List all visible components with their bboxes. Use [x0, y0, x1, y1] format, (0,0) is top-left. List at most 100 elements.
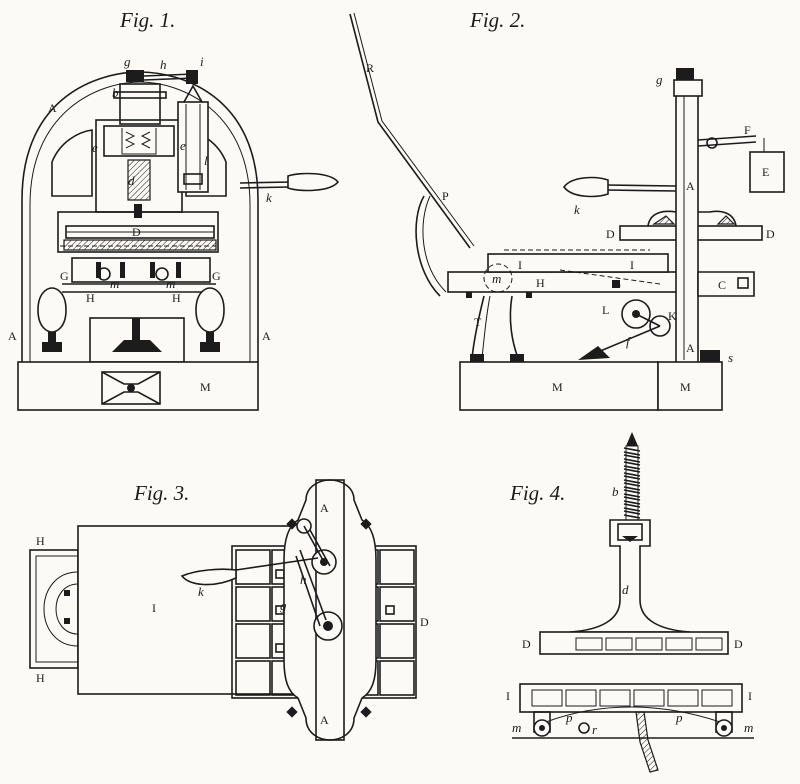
platen-cell: [695, 637, 723, 651]
fig1-label-A-top: A: [48, 101, 57, 115]
fig1-label-k: k: [266, 190, 272, 205]
fig1-top-pivot: [126, 70, 144, 82]
fig2-label-R: R: [366, 61, 374, 75]
figure-1-caption: Fig. 1.: [119, 8, 175, 32]
fig2-base-M-right: [657, 361, 723, 411]
platen-cell: [635, 637, 663, 651]
fig1-label-e-right: e: [180, 138, 186, 153]
fig2-column-A: [675, 91, 699, 365]
carriage-cell: [565, 689, 597, 707]
fig2-label-B: B: [613, 277, 621, 291]
fig1-label-D: D: [132, 225, 141, 239]
fig2-label-M-left: M: [552, 380, 563, 394]
platen-cell: [605, 637, 633, 651]
fig4-label-p-left: p: [565, 710, 573, 725]
figure-4: Fig. 4. b d D D I I m m p r: [506, 432, 754, 773]
fig3-label-h: h: [300, 572, 307, 587]
fig2-lever-R[interactable]: [349, 13, 471, 249]
fig4-platen-D: [539, 631, 729, 655]
fig4-label-b: b: [612, 484, 619, 499]
fig1-left-weight: [37, 287, 67, 333]
figure-3: Fig. 3. H H I: [29, 479, 429, 741]
fig2-label-I-right: I: [630, 258, 634, 272]
fig1-screw-box: [119, 83, 161, 125]
forme-cell: [379, 549, 415, 585]
carriage-cell: [701, 689, 733, 707]
fig2-frisket-arc: [415, 195, 441, 297]
thread-line: [623, 496, 641, 505]
fig1-label-A-right: A: [262, 329, 271, 343]
fig2-label-A-lower: A: [686, 341, 695, 355]
fig1-label-H-left: H: [86, 291, 95, 305]
fig2-base-M-left: [459, 361, 659, 411]
fig2-label-g: g: [656, 72, 663, 87]
fig4-label-I-right: I: [748, 689, 752, 703]
fig2-label-P: P: [442, 189, 449, 203]
fig3-label-A-bottom: A: [320, 713, 329, 727]
thread-line: [623, 475, 641, 484]
fig2-label-I-left: I: [518, 258, 522, 272]
fig1-label-G-right: G: [212, 269, 221, 283]
fig3-label-H-top: H: [36, 534, 45, 548]
fig2-label-s: s: [728, 350, 733, 365]
forme-stud: [385, 605, 395, 615]
fig3-label-H-bottom: H: [36, 671, 45, 685]
fig4-label-p-right: p: [675, 710, 683, 725]
fig2-label-m: m: [492, 271, 501, 286]
fig4-label-I-left: I: [506, 689, 510, 703]
thread-line: [623, 447, 641, 456]
figure-3-caption: Fig. 3.: [133, 481, 189, 505]
fig3-label-I: I: [152, 601, 156, 615]
fig4-carriage-I: [519, 683, 743, 713]
fig2-label-k: k: [574, 202, 580, 217]
fig2-label-D-left: D: [606, 227, 615, 241]
platen-cell: [665, 637, 693, 651]
fig2-label-L: L: [602, 303, 609, 317]
figure-1: Fig. 1.: [8, 8, 340, 411]
fig1-base: [17, 361, 259, 411]
fig2-label-K: K: [668, 309, 677, 323]
fig3-tympan-I: [77, 525, 301, 695]
fig4-screw-b: [623, 445, 641, 521]
fig1-label-l: l: [204, 153, 208, 168]
thread-line: [623, 489, 641, 498]
fig4-label-m-right: m: [744, 720, 753, 735]
fig1-label-i: i: [200, 54, 204, 69]
fig1-label-e-left: e: [92, 140, 98, 155]
fig2-label-C: C: [718, 278, 726, 292]
forme-cell: [379, 660, 415, 696]
fig3-handle-k[interactable]: [180, 568, 237, 586]
forme-cell: [235, 586, 271, 622]
fig1-label-A-left: A: [8, 329, 17, 343]
fig1-label-b: b: [112, 85, 119, 100]
forme-cell: [235, 660, 271, 696]
fig1-label-d: d: [128, 173, 135, 188]
carriage-cell: [667, 689, 699, 707]
fig1-label-M: M: [200, 380, 211, 394]
fig1-label-m-left: m: [110, 276, 119, 291]
fig2-label-E: E: [762, 165, 769, 179]
fig2-weight-E: [749, 151, 785, 193]
fig1-left-window: [51, 129, 93, 197]
fig2-label-F: F: [744, 123, 751, 137]
fig1-handle-k[interactable]: [287, 172, 340, 192]
fig3-label-k: k: [198, 584, 204, 599]
thread-line: [623, 503, 641, 512]
fig1-label-G-left: G: [60, 269, 69, 283]
fig4-label-r: r: [592, 722, 598, 737]
fig2-handle-k[interactable]: [563, 176, 609, 198]
forme-cell: [235, 623, 271, 659]
fig3-label-D: D: [420, 615, 429, 629]
fig3-label-g: g: [280, 598, 287, 613]
fig2-label-H: H: [536, 276, 545, 290]
carriage-cell: [599, 689, 631, 707]
fig2-leg-T: [471, 295, 485, 359]
figure-4-caption: Fig. 4.: [509, 481, 565, 505]
forme-cell: [379, 623, 415, 659]
thread-line: [623, 468, 641, 477]
platen-cell: [575, 637, 603, 651]
fig4-label-m-left: m: [512, 720, 521, 735]
thread-line: [623, 510, 641, 519]
figure-2-caption: Fig. 2.: [469, 8, 525, 32]
